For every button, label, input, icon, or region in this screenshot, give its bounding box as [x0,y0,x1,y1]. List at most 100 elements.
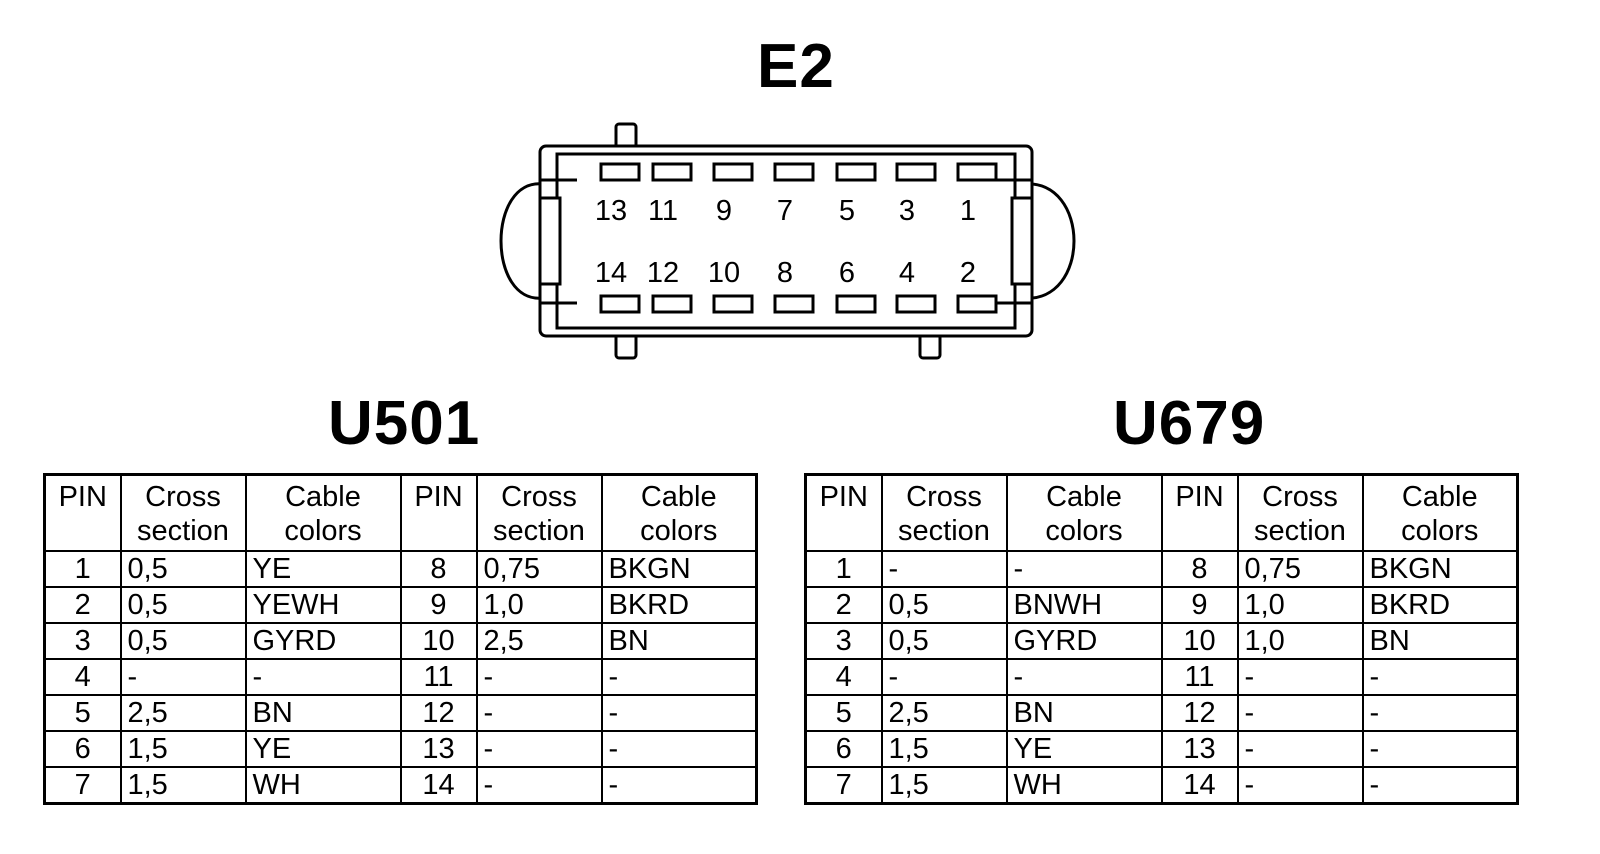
table-cell: 1 [804,550,883,588]
table-cell: - [475,730,603,768]
table-cell: 2,5 [119,694,247,732]
table-cell: 8 [399,550,478,588]
column-header: PIN [804,473,883,552]
table-cell: 2,5 [880,694,1008,732]
pin-number-label: 10 [708,257,740,289]
table-cell: 5 [43,694,122,732]
table-cell: BN [244,694,402,732]
table-cell: GYRD [1005,622,1163,660]
pin-slot [599,294,641,314]
table-cell: 11 [399,658,478,696]
table-cell: WH [244,766,402,805]
table-cell: - [600,730,758,768]
table-cell: 4 [43,658,122,696]
table-cell: GYRD [244,622,402,660]
table-cell: YE [244,730,402,768]
pin-slot [773,162,815,182]
table-cell: - [600,658,758,696]
left-latch [499,182,544,300]
table-title-u679: U679 [1113,389,1266,458]
table-cell: - [880,550,1008,588]
table-cell: BN [1005,694,1163,732]
table-row: 4--11-- [804,658,1519,696]
table-cell: 13 [1160,730,1239,768]
pin-slot [712,162,754,182]
table-cell: 0,75 [1236,550,1364,588]
pin-slot [956,162,998,182]
table-cell: BKGN [600,550,758,588]
table-cell: - [119,658,247,696]
table-cell: - [475,766,603,805]
pin-slot [712,294,754,314]
table-cell: 0,5 [880,586,1008,624]
table-cell: 9 [1160,586,1239,624]
table-cell: - [1236,694,1364,732]
pin-number-label: 12 [647,257,679,289]
table-cell: 1,5 [119,766,247,805]
table-cell: 0,5 [119,586,247,624]
table-cell: 3 [804,622,883,660]
table-cell: 12 [399,694,478,732]
pin-slot [956,294,998,314]
table-cell: 12 [1160,694,1239,732]
column-header: PIN [43,473,122,552]
table-cell: - [1236,730,1364,768]
column-header: PIN [1160,473,1239,552]
table-cell: 2 [43,586,122,624]
table-cell: 6 [804,730,883,768]
pin-number-label: 11 [648,195,678,227]
left-inner-wall [538,196,562,286]
table-cell: 1 [43,550,122,588]
table-cell: YE [1005,730,1163,768]
pin-slot [895,162,937,182]
pin-slot [773,294,815,314]
table-cell: 10 [399,622,478,660]
table-cell: - [1005,658,1163,696]
table-cell: - [1005,550,1163,588]
right-latch [1022,182,1076,300]
pin-slot [651,294,693,314]
pin-number-label: 8 [777,257,793,289]
table-cell: 1,0 [1236,622,1364,660]
table-cell: 3 [43,622,122,660]
right-inner-wall [1010,196,1034,286]
table-cell: - [475,694,603,732]
table-cell: 10 [1160,622,1239,660]
pin-number-label: 9 [716,195,732,227]
table-cell: 0,5 [119,550,247,588]
table-cell: 2 [804,586,883,624]
table-cell: 0,5 [119,622,247,660]
pin-number-label: 5 [839,195,855,227]
table-cell: 14 [399,766,478,805]
pin-number-label: 1 [960,195,976,227]
table-cell: BN [600,622,758,660]
table-cell: BKRD [1361,586,1519,624]
table-cell: 9 [399,586,478,624]
table-cell: 5 [804,694,883,732]
table-cell: - [1361,658,1519,696]
table-cell: - [1361,766,1519,805]
table-cell: 11 [1160,658,1239,696]
pin-slot [895,294,937,314]
table-cell: 2,5 [475,622,603,660]
table-cell: - [1361,694,1519,732]
table-title-u501: U501 [328,389,481,458]
table-cell: BKRD [600,586,758,624]
pin-slot [651,162,693,182]
table-cell: - [475,658,603,696]
table-cell: - [880,658,1008,696]
